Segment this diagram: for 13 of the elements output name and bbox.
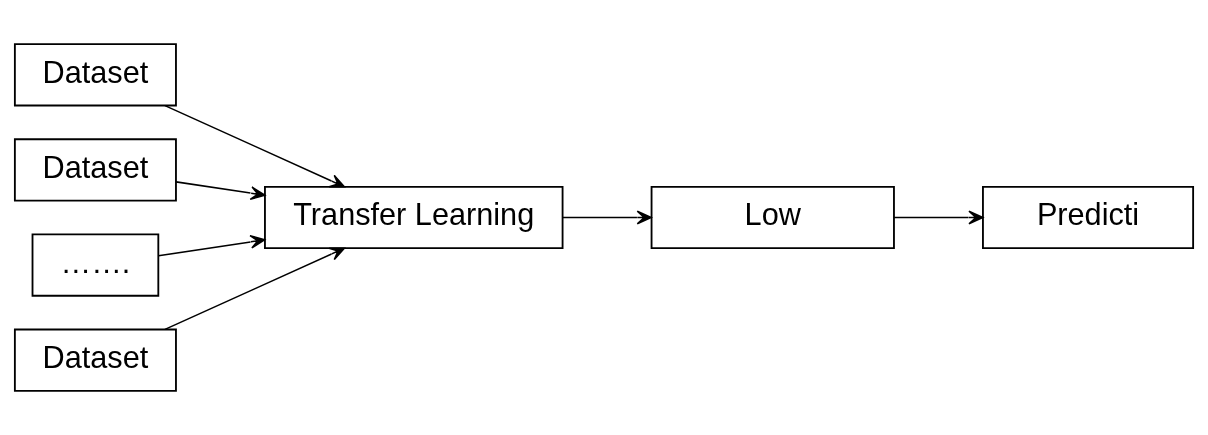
node-box: Transfer Learning — [264, 185, 564, 250]
arrow — [164, 247, 346, 331]
node-box: Low — [650, 185, 895, 250]
node-box: Dataset — [13, 138, 177, 202]
arrow — [893, 210, 984, 225]
arrow — [175, 181, 266, 201]
node-box: Predicti — [982, 185, 1195, 250]
arrow — [164, 104, 346, 188]
arrow — [157, 234, 266, 257]
node-box: ……. — [31, 233, 160, 297]
arrow — [561, 210, 652, 225]
node-box: Dataset — [13, 328, 177, 392]
node-box: Dataset — [13, 43, 177, 107]
